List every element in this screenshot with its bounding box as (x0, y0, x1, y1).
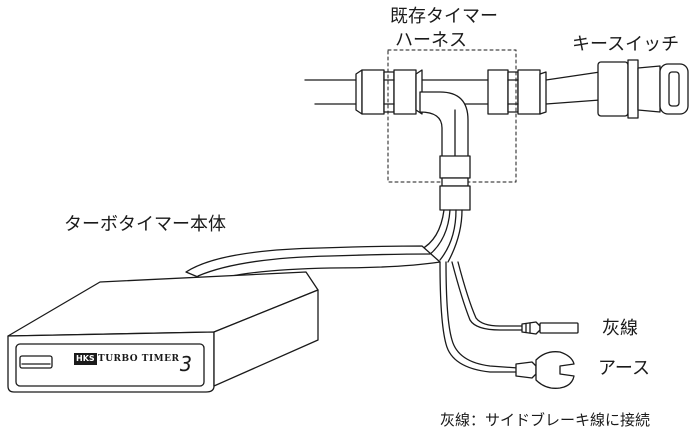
existing-harness-label: 既存タイマー (390, 6, 498, 27)
turbo-timer-unit-label: ターボタイマー本体 (64, 214, 226, 235)
harness-cable-right (545, 71, 601, 105)
earth-wire (439, 261, 519, 373)
harness-connector-right (487, 69, 547, 115)
harness-connector-left (355, 69, 423, 115)
gray-wire (451, 261, 523, 331)
connection-note: 灰線：サイドブレーキ線に接続 (440, 411, 651, 429)
turbo-timer-unit (7, 271, 319, 393)
product-name: TURBO TIMER (98, 354, 180, 364)
branch-cable (419, 91, 469, 159)
key-switch-label: キースイッチ (572, 34, 680, 55)
ring-terminal-icon (515, 351, 575, 389)
earth-label: アース (598, 358, 651, 379)
brand-logo: HKS (74, 353, 97, 365)
display-digit: 3 (180, 352, 193, 376)
gray-wire-label: 灰線 (602, 318, 638, 339)
key-switch (597, 59, 689, 119)
existing-harness-label-line2: ハーネス (395, 30, 467, 51)
harness-cable-left (304, 79, 361, 105)
branch-connector (439, 155, 471, 211)
spade-terminal-icon (521, 321, 579, 335)
